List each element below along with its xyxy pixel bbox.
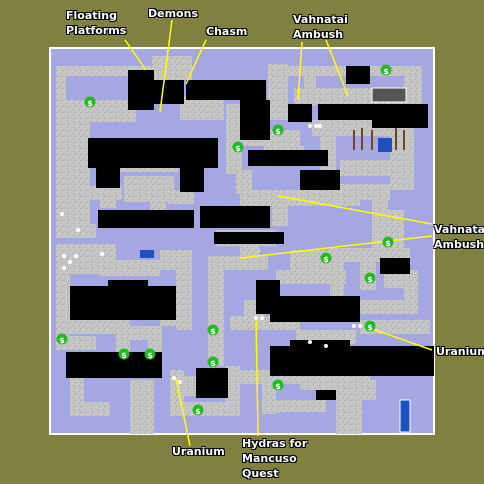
pool-top-right — [378, 138, 392, 152]
label-line: Ambush — [434, 238, 484, 251]
svg-text:$: $ — [147, 351, 153, 360]
label-chasm: Chasm — [206, 25, 248, 38]
svg-text:$: $ — [385, 239, 391, 248]
marker-icon: $ — [207, 356, 219, 368]
callout-lines — [124, 19, 433, 447]
label-line: Mancuso — [242, 452, 297, 465]
svg-text:$: $ — [235, 144, 241, 153]
label-demons: Demons — [148, 7, 198, 20]
label-line: Floating — [66, 9, 117, 22]
svg-text:$: $ — [195, 407, 201, 416]
marker-icon: $ — [144, 348, 156, 360]
marker-icon: $ — [84, 96, 96, 108]
rubble-markers — [60, 124, 362, 384]
marker-icon: $ — [380, 64, 392, 76]
marker-icon: $ — [118, 348, 130, 360]
marker-icon: $ — [382, 236, 394, 248]
label-vahnatai-ambush-right: Vahnatai Ambush — [434, 222, 484, 252]
svg-text:$: $ — [121, 351, 127, 360]
svg-text:$: $ — [275, 382, 281, 391]
svg-text:$: $ — [87, 99, 93, 108]
svg-text:$: $ — [210, 327, 216, 336]
svg-text:$: $ — [367, 275, 373, 284]
label-vahnatai-ambush-top: Vahnatai Ambush — [293, 12, 348, 42]
fence-posts — [353, 128, 405, 150]
label-line: Vahnatai — [434, 223, 484, 236]
treasure-markers: $ $ $ $ $ $ $ $ $ $ $ $ $ $ $ — [56, 64, 394, 416]
marker-icon: $ — [207, 324, 219, 336]
marker-icon: $ — [320, 252, 332, 264]
label-line: Vahnatai — [293, 13, 348, 26]
building-top-right — [371, 87, 407, 103]
svg-text:$: $ — [367, 323, 373, 332]
svg-text:$: $ — [59, 336, 65, 345]
svg-text:$: $ — [323, 255, 329, 264]
marker-icon: $ — [272, 124, 284, 136]
marker-icon: $ — [232, 141, 244, 153]
marker-icon: $ — [192, 404, 204, 416]
marker-icon: $ — [272, 379, 284, 391]
label-line: Hydras for — [242, 437, 308, 450]
marker-icon: $ — [364, 320, 376, 332]
svg-text:$: $ — [210, 359, 216, 368]
pool-bottom-right — [399, 399, 411, 433]
label-line: Ambush — [293, 28, 344, 41]
label-uranium-bottom: Uranium — [172, 445, 225, 458]
label-line: Platforms — [66, 24, 127, 37]
label-floating-platforms: Floating Platforms — [66, 8, 126, 38]
marker-icon: $ — [56, 333, 68, 345]
svg-text:$: $ — [275, 127, 281, 136]
label-uranium-right: Uranium — [436, 345, 484, 358]
label-line: Quest — [242, 467, 279, 480]
marker-icon: $ — [364, 272, 376, 284]
map-chasms — [66, 66, 434, 400]
svg-text:$: $ — [383, 67, 389, 76]
pool-left — [140, 250, 154, 258]
label-hydras: Hydras for Mancuso Quest — [242, 436, 307, 481]
